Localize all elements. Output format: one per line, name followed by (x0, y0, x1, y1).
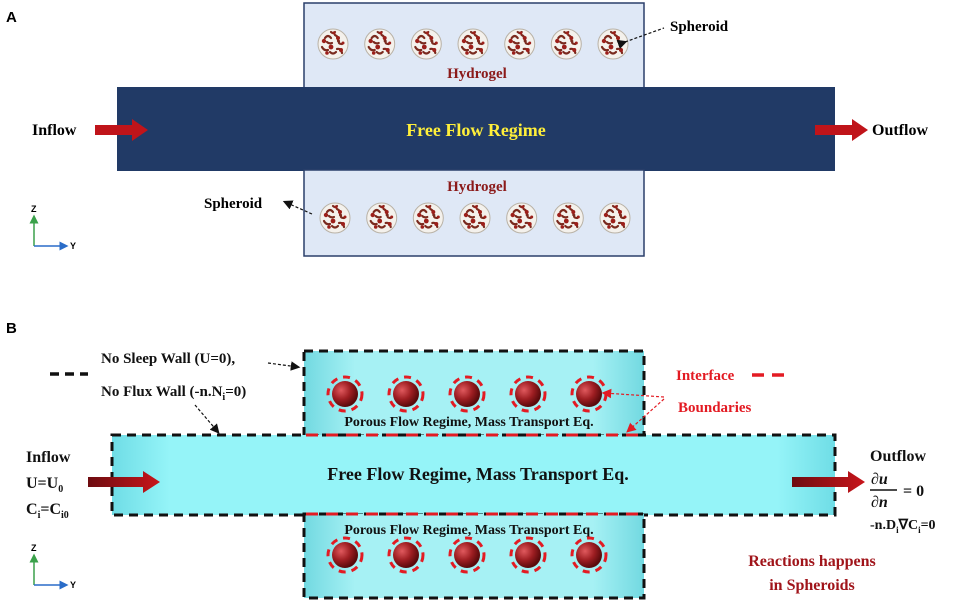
wall-callout-top (267, 361, 301, 371)
outflow-label-a: Outflow (872, 122, 928, 139)
spheroid-icon (318, 201, 352, 235)
outflow-eq-denominator: ∂n (871, 494, 888, 511)
panel-a-label: A (6, 9, 17, 26)
spheroid-icon (552, 201, 585, 235)
axis-z-label-b: Z (31, 543, 37, 553)
spheroid-icon (550, 27, 583, 61)
spheroid-icon (596, 27, 630, 61)
spheroid-icon (509, 536, 547, 574)
interface-callout-2 (626, 398, 665, 433)
spheroid-icon (363, 27, 396, 61)
outflow-eq-rhs: = 0 (903, 483, 924, 500)
spheroid-icon (448, 375, 486, 413)
outflow-arrow-a (815, 119, 868, 141)
wall-legend-line1: No Sleep Wall (U=0), (101, 351, 235, 367)
outflow-label-b: Outflow (870, 448, 926, 465)
porous-top-label: Porous Flow Regime, Mass Transport Eq. (344, 415, 593, 430)
spheroid-icon (456, 27, 490, 61)
spheroid-icon (570, 375, 608, 413)
spheroid-icon (570, 536, 608, 574)
spheroid-icon (598, 201, 632, 235)
spheroid-icon (387, 536, 425, 574)
outflow-eq-numerator: ∂u⃗ (871, 471, 900, 488)
hydrogel-bottom-label: Hydrogel (447, 179, 507, 195)
spheroid-icon (326, 536, 364, 574)
spheroid-icon (448, 536, 486, 574)
axis-y-label-a: Y (70, 241, 76, 251)
spheroid-top-label: Spheroid (670, 19, 729, 35)
spheroid-icon (412, 201, 445, 235)
reaction-label-line2: in Spheroids (769, 577, 855, 594)
spheroid-icon (316, 27, 350, 61)
spheroid-icon (365, 201, 398, 235)
axis-z-label-a: Z (31, 204, 37, 214)
inflow-label-a: Inflow (32, 122, 77, 139)
spheroid-icon (458, 201, 492, 235)
inflow-arrow-b (88, 471, 160, 493)
inflow-velocity-bc: U=U0 (26, 475, 63, 495)
free-flow-channel (117, 87, 835, 171)
spheroid-bottom-label: Spheroid (204, 196, 263, 212)
free-flow-label-b: Free Flow Regime, Mass Transport Eq. (327, 464, 628, 484)
spheroid-icon (387, 375, 425, 413)
hydrogel-top-label: Hydrogel (447, 66, 507, 82)
inflow-label-b: Inflow (26, 449, 71, 466)
porous-bottom-label: Porous Flow Regime, Mass Transport Eq. (344, 523, 593, 538)
outflow-flux-bc: -n.Di∇Ci=0 (870, 518, 936, 535)
outflow-arrow-b (792, 471, 865, 493)
spheroid-icon (410, 27, 443, 61)
inflow-concentration-bc: Ci=Ci0 (26, 501, 69, 521)
spheroid-icon (509, 375, 547, 413)
free-flow-channel-b (110, 433, 837, 517)
spheroid-icon (326, 375, 364, 413)
wall-callout-bottom (194, 404, 220, 434)
free-flow-label: Free Flow Regime (406, 120, 546, 140)
reaction-label-line1: Reactions happens (748, 553, 876, 570)
axis-y-label-b: Y (70, 580, 76, 590)
interface-callout-1 (601, 388, 665, 399)
panel-b-label: B (6, 320, 17, 337)
wall-legend-line2: No Flux Wall (-n.Ni=0) (101, 384, 246, 403)
interface-label-line2: Boundaries (678, 400, 752, 416)
spheroid-callout-top (616, 27, 665, 49)
spheroid-icon (505, 201, 538, 235)
interface-label-line1: Interface (676, 368, 735, 384)
inflow-arrow-a (95, 119, 148, 141)
spheroid-icon (503, 27, 536, 61)
